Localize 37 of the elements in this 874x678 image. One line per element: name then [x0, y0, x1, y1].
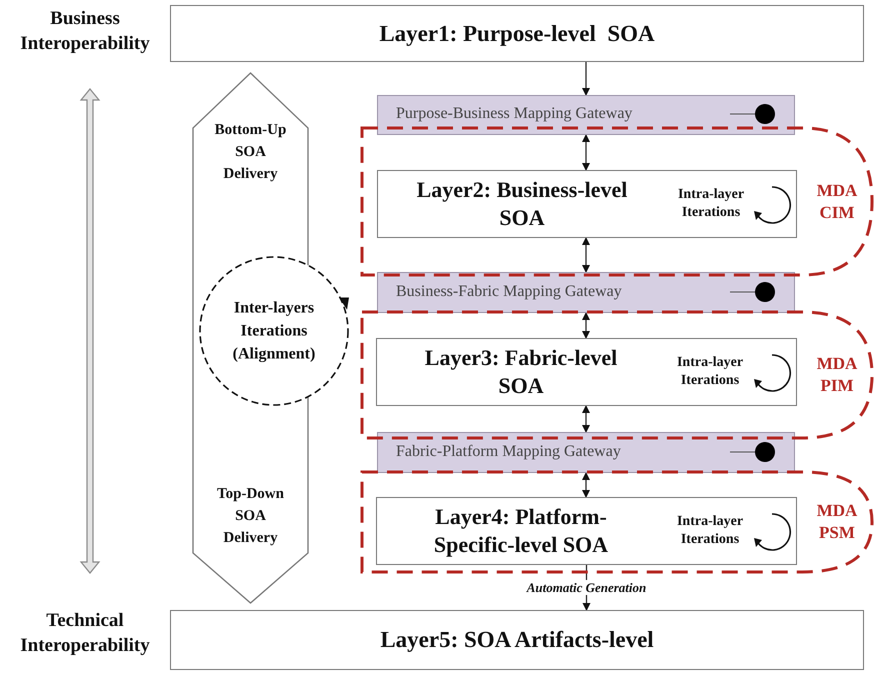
iteration-label: Inter-layers Iterations (Alignment): [232, 298, 316, 364]
dashed-region: [362, 472, 872, 572]
region-label: MDA CIM: [816, 180, 858, 224]
gateway-label: Fabric-Platform Mapping Gateway: [396, 442, 622, 462]
gateway-label: Purpose-Business Mapping Gateway: [396, 104, 634, 124]
dashed-region: [362, 128, 872, 275]
arrow: [582, 405, 590, 433]
arrow: [582, 472, 590, 498]
gateway-bar: [377, 95, 795, 135]
side-label: Technical Interoperability: [19, 609, 151, 658]
layer-title: Layer1: Purpose-level SOA: [378, 20, 656, 48]
gateway-bar: [377, 432, 795, 473]
gateway-bar: [377, 272, 795, 313]
layer-title: Layer5: SOA Artifacts-level: [379, 626, 655, 654]
arrow: [582, 237, 590, 273]
dashed-region: [362, 312, 872, 438]
region-label: MDA PSM: [816, 500, 858, 544]
layer-box: [170, 5, 864, 62]
arrow: [582, 134, 590, 171]
layer-box: [376, 338, 797, 406]
arrow: [582, 62, 590, 96]
layer-title: Layer3: Fabric-level SOA: [424, 344, 618, 400]
delivery-label: Top-Down SOA Delivery: [216, 485, 285, 548]
gateway-label: Business-Fabric Mapping Gateway: [396, 282, 623, 302]
layer-box: [376, 497, 797, 565]
iteration-label: Intra-layer Iterations: [676, 354, 744, 390]
region-label: MDA PIM: [816, 353, 858, 397]
arrow: [582, 312, 590, 339]
iteration-label: Intra-layer Iterations: [676, 513, 744, 549]
layer-title: Layer2: Business-level SOA: [416, 176, 628, 232]
layer-box: [170, 610, 864, 670]
dashed-circle: [198, 255, 350, 407]
iteration-label: Intra-layer Iterations: [676, 186, 746, 222]
layer-title: Layer4: Platform-Specific-level SOA: [432, 503, 610, 559]
layer-box: [377, 170, 797, 238]
side-label: Business Interoperability: [19, 7, 151, 56]
delivery-label: Bottom-Up SOA Delivery: [214, 121, 288, 184]
